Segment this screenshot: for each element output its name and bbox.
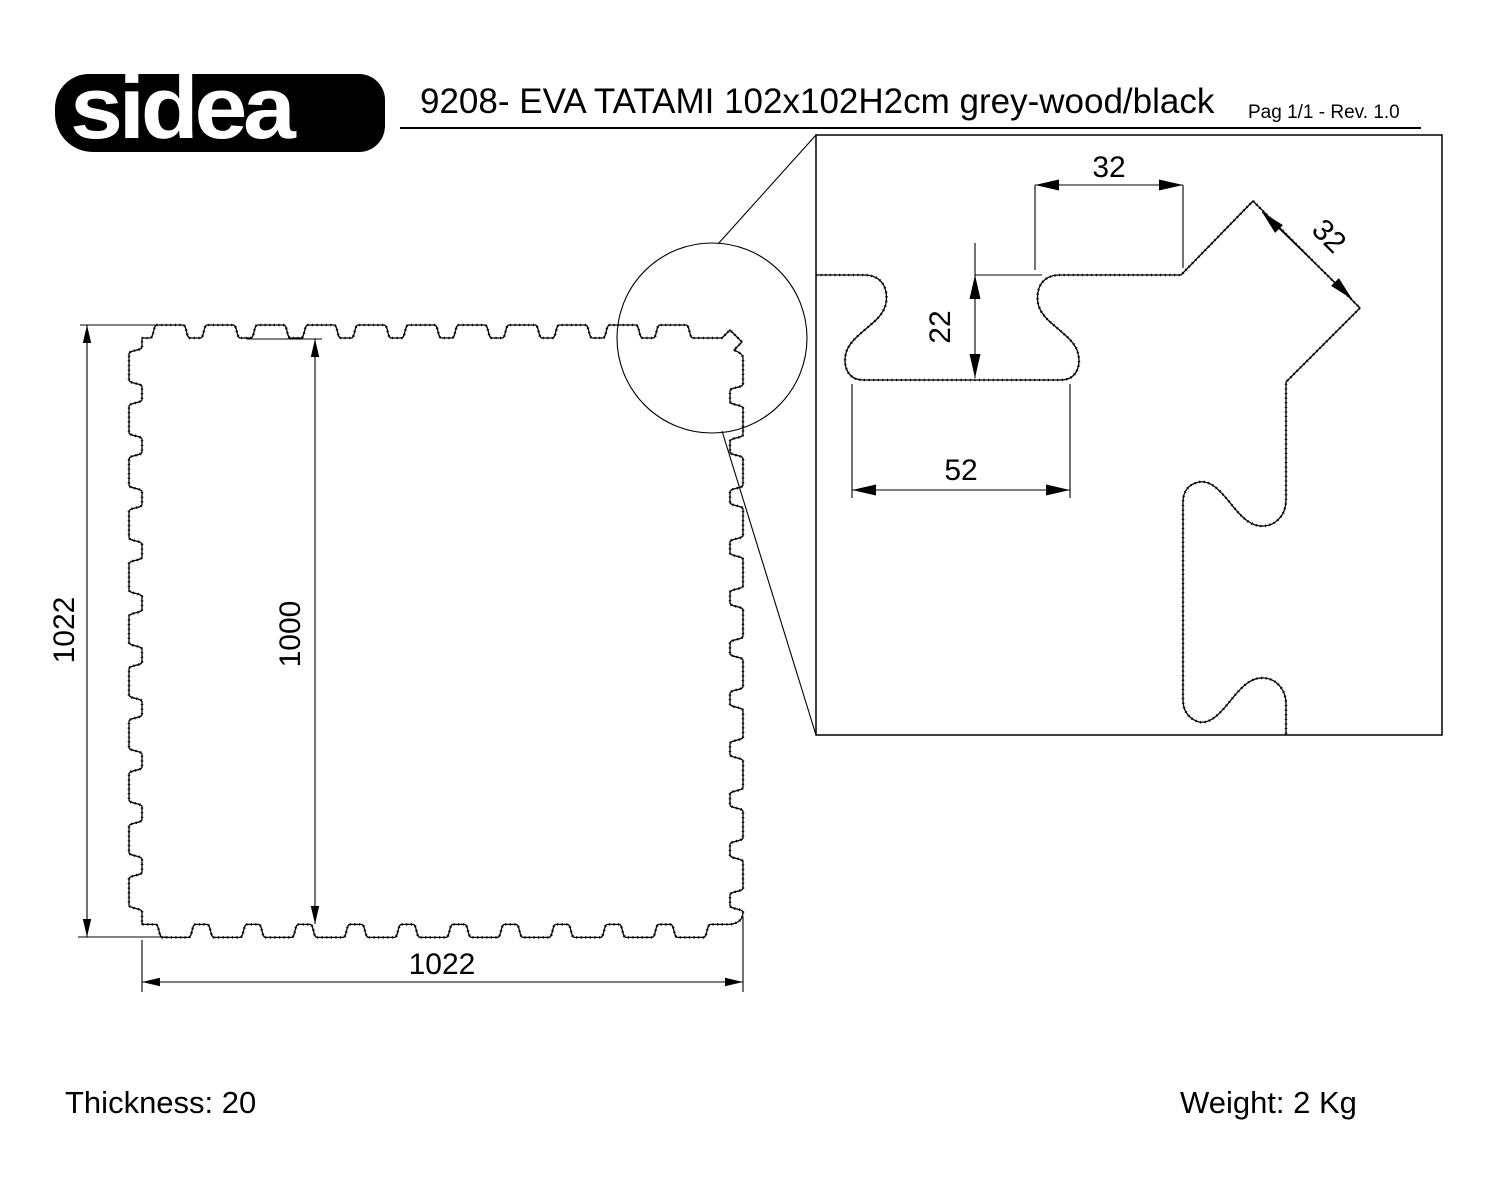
arrowhead [969, 275, 981, 299]
detail-view-frame [815, 134, 1443, 736]
dim-detail-corner-tab: 32 [1305, 213, 1352, 260]
dimension-arrowheads [82, 179, 1352, 987]
weight-spec: Weight: 2 Kg [1180, 1085, 1357, 1120]
arrowhead [310, 339, 320, 357]
thickness-spec: Thickness: 20 [65, 1085, 257, 1120]
mat-outline [128, 324, 744, 939]
dim-detail-tooth-depth: 22 [924, 310, 957, 343]
arrowhead [725, 977, 743, 987]
arrowhead [1035, 179, 1059, 191]
sidea-logo-text: sidea [70, 58, 296, 157]
sidea-logo: sidea [55, 58, 385, 157]
detail-callout-circle [616, 242, 808, 434]
arrowhead [1331, 278, 1352, 299]
arrowhead [852, 484, 876, 496]
dim-main-height: 1022 [48, 597, 81, 664]
arrowhead [1159, 179, 1183, 191]
arrowhead [310, 906, 320, 924]
dim-detail-tab-width: 32 [1092, 151, 1125, 184]
arrowhead [1046, 484, 1070, 496]
detail-profile-dotted [816, 199, 1362, 735]
arrowhead [82, 325, 92, 343]
detail-profile [816, 200, 1361, 735]
arrowhead [969, 354, 981, 378]
dim-main-inner-height: 1000 [274, 601, 307, 668]
page-revision-label: Pag 1/1 - Rev. 1.0 [1248, 102, 1400, 123]
dim-detail-slot-width: 52 [944, 454, 977, 487]
drawing-title: 9208- EVA TATAMI 102x102H2cm grey-wood/b… [420, 82, 1215, 121]
arrowhead [1262, 212, 1283, 233]
dimension-lines [78, 184, 1353, 992]
arrowhead [82, 919, 92, 937]
dim-main-width: 1022 [409, 948, 476, 981]
mat-outline-dotted [127, 323, 745, 939]
arrowhead [142, 977, 160, 987]
detail-leader-lines [717, 134, 817, 736]
title-underline [400, 127, 1421, 129]
